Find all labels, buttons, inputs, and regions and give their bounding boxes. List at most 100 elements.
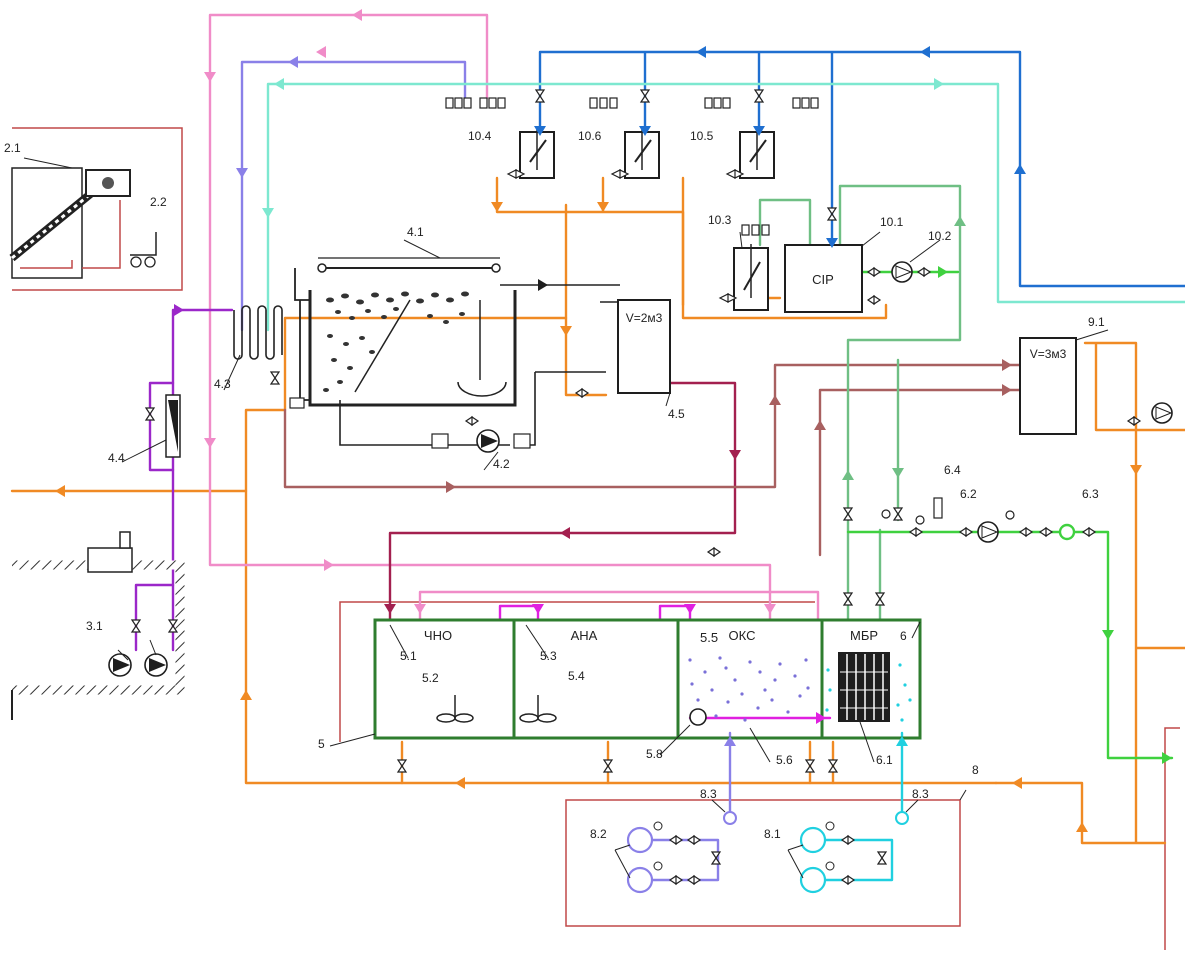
label-10-2: 10.2 <box>928 229 952 243</box>
zone-cho-label: ЧНО <box>424 628 452 643</box>
blowers-8-2 <box>626 821 663 894</box>
label-2-1: 2.1 <box>4 141 21 155</box>
bioreactor-frame <box>339 601 815 742</box>
purple-bypass <box>148 381 175 472</box>
mint-line <box>266 82 1185 332</box>
label-10-1: 10.1 <box>880 215 904 229</box>
instruments <box>289 397 1015 525</box>
label-2-2: 2.2 <box>150 195 167 209</box>
black-lines <box>339 284 620 446</box>
mixer-5-2 <box>436 695 474 723</box>
label-4-4: 4.4 <box>108 451 125 465</box>
label-10-5: 10.5 <box>690 129 714 143</box>
label-5-2: 5.2 <box>422 671 439 685</box>
orange-return-bottom <box>244 489 998 785</box>
bioreactor: ЧНО АНА ОКС МБР <box>373 618 922 740</box>
pink-line <box>208 13 772 622</box>
cip-tank-label: CIP <box>812 272 834 287</box>
label-10-3: 10.3 <box>708 213 732 227</box>
zone-ois-label: ОКС <box>729 628 756 643</box>
mint-pipes <box>266 82 1185 332</box>
zone-mbr-label: МБР <box>850 628 878 643</box>
label-4-1: 4.1 <box>407 225 424 239</box>
right-edge-frame <box>1164 727 1180 950</box>
pump-6-2 <box>977 521 999 543</box>
label-10-4: 10.4 <box>468 129 492 143</box>
level-switches <box>445 97 819 236</box>
lavender-line <box>240 60 467 332</box>
membrane-module <box>838 652 890 722</box>
filter-8-3a <box>723 811 737 825</box>
flotation-tank <box>294 257 517 407</box>
label-6-4: 6.4 <box>944 463 961 477</box>
cip-tank: CIP <box>784 244 863 313</box>
dosing-unit-frame <box>565 799 961 927</box>
green-recirc <box>846 530 1174 760</box>
lavender-pipes <box>240 60 732 882</box>
sage-loop <box>758 184 962 622</box>
label-8-3-left: 8.3 <box>700 787 717 801</box>
aeration-bubbles <box>688 656 810 722</box>
label-6-3: 6.3 <box>1082 487 1099 501</box>
pump-10-2 <box>891 261 913 283</box>
label-5-5: 5.5 <box>700 630 718 645</box>
orange-main-horizontal <box>10 316 568 493</box>
flow-arrows <box>55 9 1172 832</box>
pink-zone-feed <box>418 590 820 622</box>
pumps <box>108 261 1173 894</box>
label-9-1: 9.1 <box>1088 315 1105 329</box>
filter-8-3b <box>895 811 909 825</box>
labels: 2.1 2.2 3.1 4.1 4.2 4.3 4.4 4.5 5 5.1 5.… <box>4 129 1105 841</box>
heat-exchanger <box>233 305 283 360</box>
permeate-tank-9-1: V=3м3 <box>1019 337 1077 435</box>
buffer-tank-volume: V=2м3 <box>626 311 663 325</box>
label-5-8: 5.8 <box>646 747 663 761</box>
label-8-2: 8.2 <box>590 827 607 841</box>
screening-frame <box>12 127 183 291</box>
pump-9-1-out <box>1151 402 1173 424</box>
label-10-6: 10.6 <box>578 129 602 143</box>
wine-line <box>388 381 737 622</box>
rose-line <box>283 363 1022 557</box>
mbr-bubbles <box>825 663 912 722</box>
pump-3-1 <box>108 653 168 677</box>
label-8-3-right: 8.3 <box>912 787 929 801</box>
wine-pipes <box>283 363 1022 622</box>
label-5-3: 5.3 <box>540 649 557 663</box>
flowmeter-6-3 <box>1058 523 1076 541</box>
pump-5-8 <box>689 708 707 726</box>
label-4-5: 4.5 <box>668 407 685 421</box>
label-5-1: 5.1 <box>400 649 417 663</box>
orange-riser <box>564 203 608 397</box>
valves <box>130 89 1142 886</box>
flotation-foam <box>323 291 469 392</box>
frames <box>12 127 1180 950</box>
purple-pump-lines <box>134 583 175 652</box>
zone-ana-label: АНА <box>571 628 598 643</box>
label-4-3: 4.3 <box>214 377 231 391</box>
label-5-4: 5.4 <box>568 669 585 683</box>
flowmeter-4-4 <box>165 394 181 458</box>
label-8: 8 <box>972 763 979 777</box>
screening-unit <box>9 167 157 279</box>
label-5: 5 <box>318 737 325 751</box>
leader-lines <box>23 157 1109 879</box>
label-8-1: 8.1 <box>764 827 781 841</box>
label-3-1: 3.1 <box>86 619 103 633</box>
buffer-tank-4-5: V=2м3 <box>617 299 671 394</box>
orange-bottom-drop <box>400 740 835 785</box>
chem-tanks <box>445 97 819 311</box>
label-4-2: 4.2 <box>493 457 510 471</box>
label-6: 6 <box>900 629 907 643</box>
blowers-8-1 <box>799 821 835 894</box>
label-6-2: 6.2 <box>960 487 977 501</box>
orange-right-loop <box>994 341 1185 845</box>
permeate-tank-volume: V=3м3 <box>1030 347 1067 361</box>
label-6-1: 6.1 <box>876 753 893 767</box>
mixer-5-4 <box>519 695 557 723</box>
label-5-6: 5.6 <box>776 753 793 767</box>
inlet-chamber <box>11 531 185 720</box>
purple-riser <box>171 308 234 652</box>
black-outlet <box>339 284 620 446</box>
